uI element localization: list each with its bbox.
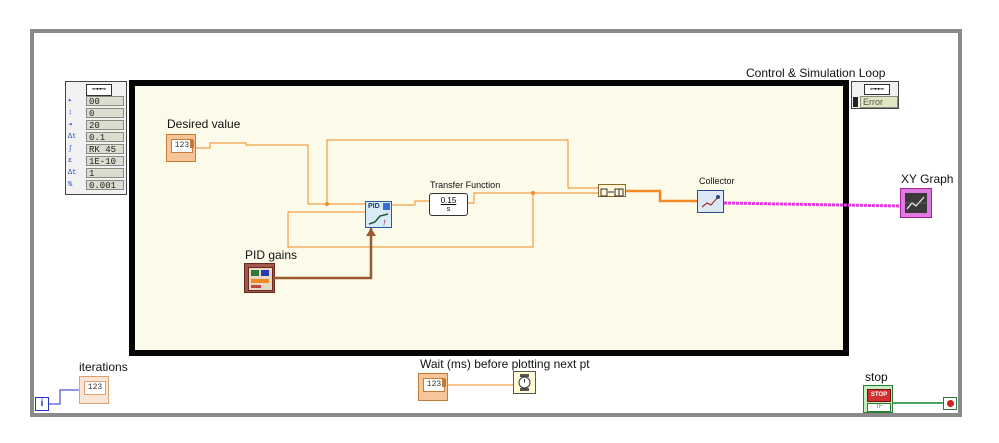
array-wire [626, 189, 697, 203]
pid-curve-icon: ƒ [368, 213, 389, 226]
input-terminal-value: 1E-10 [86, 156, 124, 166]
input-terminal-icon: ∫ [68, 145, 73, 153]
xy-graph-icon [905, 193, 927, 213]
iterations-label: iterations [79, 360, 128, 374]
wait-label: Wait (ms) before plotting next pt [420, 357, 590, 371]
loop-title: Control & Simulation Loop [746, 66, 886, 80]
stop-bool-text: TF [867, 403, 891, 412]
cluster-wire-arrow [366, 228, 376, 236]
error-output: Error [860, 96, 898, 108]
input-terminal-value: 00 [86, 96, 124, 106]
input-terminal-icon: % [68, 181, 73, 189]
pid-corner-icon [383, 203, 390, 210]
error-terminal-marker [853, 97, 858, 107]
desired-value-control[interactable]: 123 [166, 134, 196, 162]
wait-ms-function[interactable] [513, 371, 536, 394]
input-node-header-icon: ⊶⊷ [86, 84, 112, 96]
xy-graph-label: XY Graph [901, 172, 954, 186]
stop-label: stop [865, 370, 888, 384]
iterations-indicator: 123 [79, 376, 109, 404]
stop-button-face: STOP [867, 389, 891, 402]
transfer-function-label: Transfer Function [430, 180, 501, 190]
transfer-function-block[interactable]: 0.15 s [429, 193, 468, 216]
input-terminal-row[interactable]: ▸ 00 [66, 96, 124, 107]
cluster-icon [248, 267, 273, 291]
wait-control[interactable]: 123 [418, 373, 448, 401]
numeric-wires [196, 139, 598, 386]
input-terminal-row[interactable]: Δt 0.1 [66, 132, 124, 143]
svg-text:ƒ: ƒ [383, 220, 386, 226]
input-terminal-icon: Δt [68, 169, 77, 177]
wire-junction [325, 202, 329, 206]
desired-value-label: Desired value [167, 117, 241, 131]
input-terminal-row[interactable]: ε 1E-10 [66, 156, 124, 167]
collector-icon [701, 195, 720, 208]
input-terminal-row[interactable]: ↕0 [66, 108, 124, 119]
collector-label: Collector [699, 176, 735, 186]
input-terminal-icon: ▸ [68, 97, 73, 105]
input-terminal-icon: ↕ [68, 109, 73, 117]
input-terminal-icon: ⇥ [68, 121, 73, 129]
stop-condition-icon [947, 400, 954, 407]
input-terminal-value: RK 45 [86, 144, 124, 154]
tf-denominator: s [446, 206, 451, 213]
build-array-node[interactable] [598, 184, 626, 197]
iteration-terminal: i [35, 397, 49, 411]
collector-block[interactable] [697, 190, 724, 213]
input-terminal-row[interactable]: ⇥ 20 [66, 120, 124, 131]
input-terminal-row[interactable]: % 0.001 [66, 180, 124, 191]
input-terminal-value: 0 [86, 108, 124, 118]
input-terminal-value: 0.001 [86, 180, 124, 190]
wait-terminal [442, 379, 446, 387]
input-terminal-icon: ε [68, 157, 73, 165]
wait-watch-icon [518, 374, 531, 391]
input-terminal-icon: Δt [68, 133, 77, 141]
xy-graph-indicator[interactable] [900, 188, 932, 218]
pid-gains-label: PID gains [245, 248, 298, 262]
pid-gains-cluster-control[interactable] [244, 263, 275, 293]
input-terminal-value: 0.1 [86, 132, 124, 142]
input-terminal-value: 20 [86, 120, 124, 130]
waveform-wire [723, 201, 901, 208]
tf-numerator: 0.15 [440, 196, 457, 205]
input-terminal-value: 1 [86, 168, 124, 178]
stop-button-control[interactable]: STOP TF [863, 385, 893, 413]
simulation-output-node[interactable]: ⊶⊷ Error [851, 81, 899, 109]
input-terminal-row[interactable]: Δt 1 [66, 168, 124, 179]
loop-condition-terminal [943, 397, 957, 410]
control-simulation-loop [129, 80, 849, 356]
pid-function-block[interactable]: PID ƒ [365, 201, 392, 228]
build-array-icon [600, 188, 624, 197]
wire-junction [531, 191, 535, 195]
desired-value-terminal [190, 140, 194, 148]
iterations-display: 123 [84, 381, 106, 395]
output-node-header-icon: ⊶⊷ [864, 84, 890, 95]
cluster-wire [274, 228, 373, 280]
outer-while-loop [30, 29, 962, 417]
input-terminal-row[interactable]: ∫ RK 45 [66, 144, 124, 155]
pid-label: PID [368, 203, 380, 210]
int-wire [49, 389, 79, 405]
